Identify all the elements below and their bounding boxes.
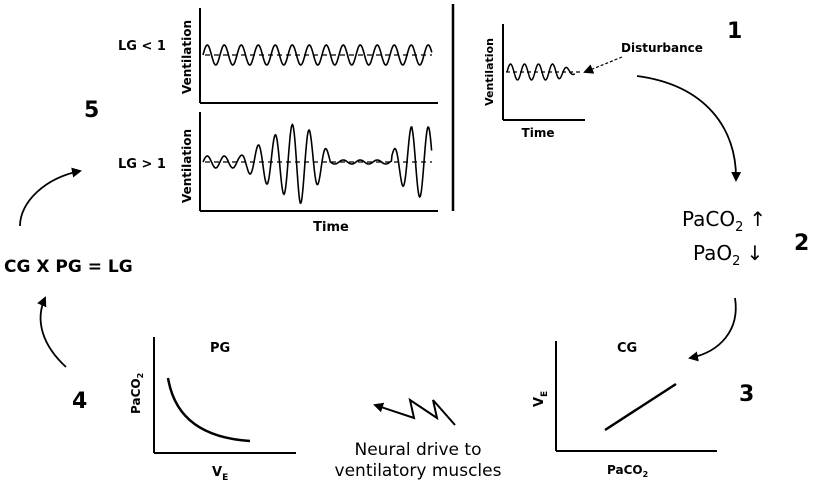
cg-title: CG xyxy=(617,341,637,356)
cg-panel: CG VE PaCO2 xyxy=(532,341,717,479)
disturbance-pointer-arrow xyxy=(583,56,623,74)
step-number-2: 2 xyxy=(794,231,809,256)
neural-drive-zigzag-arrow xyxy=(373,397,456,426)
arrow-disturbance-to-gases xyxy=(636,75,742,182)
neural-drive-line2: ventilatory muscles xyxy=(335,461,502,481)
arrow-gases-to-cg xyxy=(688,297,737,362)
blood-gas-changes: PaCO2↑ PaO2↓ xyxy=(682,207,766,269)
lg-less-than-one-panel: Ventilation LG < 1 xyxy=(118,8,438,104)
pg-panel: PG PaCO2 VE xyxy=(129,337,296,483)
pg-xlabel: VE xyxy=(212,465,228,483)
disturbance-wave xyxy=(506,63,576,81)
step-number-3: 3 xyxy=(739,382,754,407)
lg-gt1-label: LG > 1 xyxy=(118,157,166,172)
disturbance-ylabel: Ventilation xyxy=(483,38,496,106)
paco2-rise: PaCO2↑ xyxy=(682,207,766,235)
disturbance-xlabel: Time xyxy=(522,126,555,140)
disturbance-annotation: Disturbance xyxy=(621,41,703,55)
lg-gt1-xlabel: Time xyxy=(313,220,349,235)
pg-ylabel: PaCO2 xyxy=(129,373,145,414)
lg-lt1-label: LG < 1 xyxy=(118,39,166,54)
lg-lt1-ventilation-wave xyxy=(202,44,433,66)
lg-greater-than-one-panel: Ventilation LG > 1 Time xyxy=(118,112,438,235)
cg-linear-response xyxy=(604,382,677,432)
step-number-1: 1 xyxy=(727,19,742,44)
cg-xlabel: PaCO2 xyxy=(607,463,648,479)
disturbance-panel: Ventilation Time Disturbance xyxy=(483,24,703,140)
neural-drive-line1: Neural drive to xyxy=(355,440,482,460)
arrow-pg-to-equation xyxy=(37,296,67,368)
lg-gt1-ylabel: Ventilation xyxy=(180,129,194,203)
arrow-equation-to-panels xyxy=(19,167,82,227)
cg-ylabel: VE xyxy=(532,391,550,407)
lg-gt1-ventilation-wave xyxy=(202,123,433,205)
neural-drive: Neural drive to ventilatory muscles xyxy=(335,397,502,481)
lg-lt1-ylabel: Ventilation xyxy=(180,20,194,94)
step-number-4: 4 xyxy=(72,389,87,414)
pg-title: PG xyxy=(210,341,230,356)
pao2-fall: PaO2↓ xyxy=(693,241,763,269)
step-number-5: 5 xyxy=(84,98,99,123)
loop-gain-equation: CG X PG = LG xyxy=(4,257,133,277)
pg-hyperbolic-curve xyxy=(166,377,251,443)
